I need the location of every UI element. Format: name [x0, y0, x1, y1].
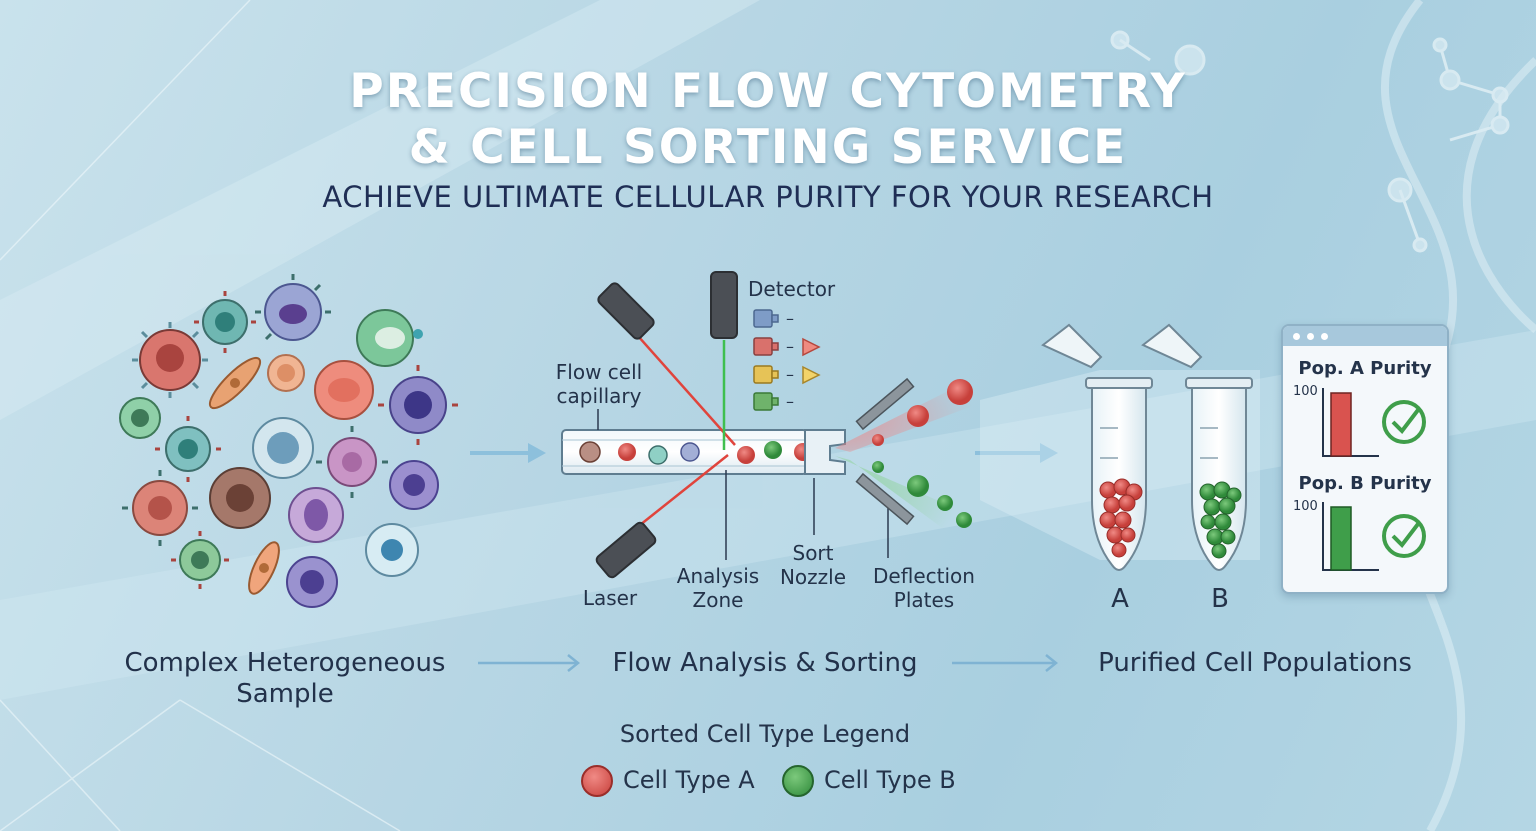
sorted-stream-a	[835, 379, 975, 452]
window-dot-icon	[1321, 333, 1328, 340]
cell-icon	[248, 541, 280, 595]
heterogeneous-cell-cluster	[119, 274, 458, 608]
deflection-plates	[855, 377, 915, 526]
purity-charts	[1322, 388, 1426, 571]
label-leader-lines	[597, 409, 889, 560]
check-icon	[1382, 400, 1426, 444]
arrow-icon	[952, 654, 1059, 672]
red-dot-icon	[581, 765, 613, 797]
cell-icon	[209, 467, 271, 529]
cell-icon	[365, 523, 419, 577]
cell-icon	[267, 354, 305, 392]
collection-tube-b	[1141, 323, 1253, 571]
cell-icon	[119, 397, 161, 439]
cell-icon	[252, 417, 314, 479]
arrow-icon	[478, 654, 581, 672]
purity-panel: Pop. A Purity 100 Pop. B Purity 100	[1281, 324, 1449, 594]
laser-icon	[595, 521, 657, 579]
pop-a-bar	[1330, 392, 1352, 457]
cell-icon	[356, 309, 423, 367]
tube-b-label: B	[1211, 584, 1229, 614]
pop-b-purity-title: Pop. B Purity	[1298, 473, 1432, 494]
background-light-rays	[0, 0, 1536, 700]
svg-text:–: –	[786, 392, 794, 411]
sort-nozzle-label: Sort Nozzle	[779, 541, 847, 589]
laser-icon	[597, 282, 655, 340]
flow-cell-label: Flow cell capillary	[555, 360, 643, 408]
green-dot-icon	[782, 765, 814, 797]
svg-text:–: –	[786, 365, 794, 384]
stage-label-purified: Purified Cell Populations	[1098, 648, 1412, 678]
page-subtitle: ACHIEVE ULTIMATE CELLULAR PURITY FOR YOU…	[322, 180, 1214, 214]
flow-cell-capillary	[561, 429, 812, 475]
deflection-plates-label: Deflection Plates	[873, 564, 975, 612]
sorted-stream-b	[835, 456, 972, 530]
pop-b-axis-max: 100	[1293, 499, 1318, 514]
arrow-icon	[470, 443, 546, 463]
cell-icon	[316, 426, 388, 498]
pop-b-bar-chart	[1322, 502, 1379, 571]
window-dot-icon	[1307, 333, 1314, 340]
legend-label: Cell Type B	[824, 766, 956, 794]
pop-a-axis-max: 100	[1293, 384, 1318, 399]
svg-text:–: –	[786, 309, 794, 328]
laser-beams	[629, 326, 736, 526]
panel-title-bar	[1283, 326, 1447, 346]
cell-icon	[286, 556, 338, 608]
page-title-line-1: PRECISION FLOW CYTOMETRY	[349, 64, 1187, 119]
detector-channel-icons: – – – –	[753, 309, 821, 411]
tube-a-label: A	[1111, 584, 1129, 614]
page-title-line-2: & CELL SORTING SERVICE	[408, 120, 1128, 175]
cell-icon	[378, 365, 458, 445]
detector-icon	[710, 271, 738, 339]
cell-icon	[171, 531, 229, 589]
sort-nozzle	[804, 429, 846, 475]
cell-icon	[122, 470, 198, 546]
stage-label-flow: Flow Analysis & Sorting	[612, 648, 918, 678]
cell-icon	[389, 460, 439, 510]
cell-icon	[194, 291, 256, 353]
pop-a-bar-chart	[1322, 388, 1379, 457]
arrow-icon	[975, 443, 1058, 463]
cell-icon	[288, 487, 344, 543]
cell-icon	[255, 274, 331, 341]
cell-icon	[132, 322, 208, 398]
pop-a-purity-title: Pop. A Purity	[1298, 358, 1432, 379]
detector-label: Detector	[748, 277, 836, 301]
check-icon	[1382, 514, 1426, 558]
legend-label: Cell Type A	[623, 766, 755, 794]
svg-text:–: –	[786, 337, 794, 356]
pop-b-bar	[1330, 506, 1352, 571]
legend-title: Sorted Cell Type Legend	[619, 720, 911, 748]
collection-tube-a	[1041, 323, 1153, 571]
analysis-zone-label: Analysis Zone	[676, 564, 760, 612]
background-lines	[0, 0, 401, 831]
cell-icon	[208, 356, 262, 410]
window-dot-icon	[1293, 333, 1300, 340]
cell-icon	[314, 360, 374, 420]
laser-label: Laser	[582, 586, 638, 610]
cell-icon	[155, 416, 221, 482]
stage-label-sample: Complex Heterogeneous Sample	[124, 648, 446, 709]
